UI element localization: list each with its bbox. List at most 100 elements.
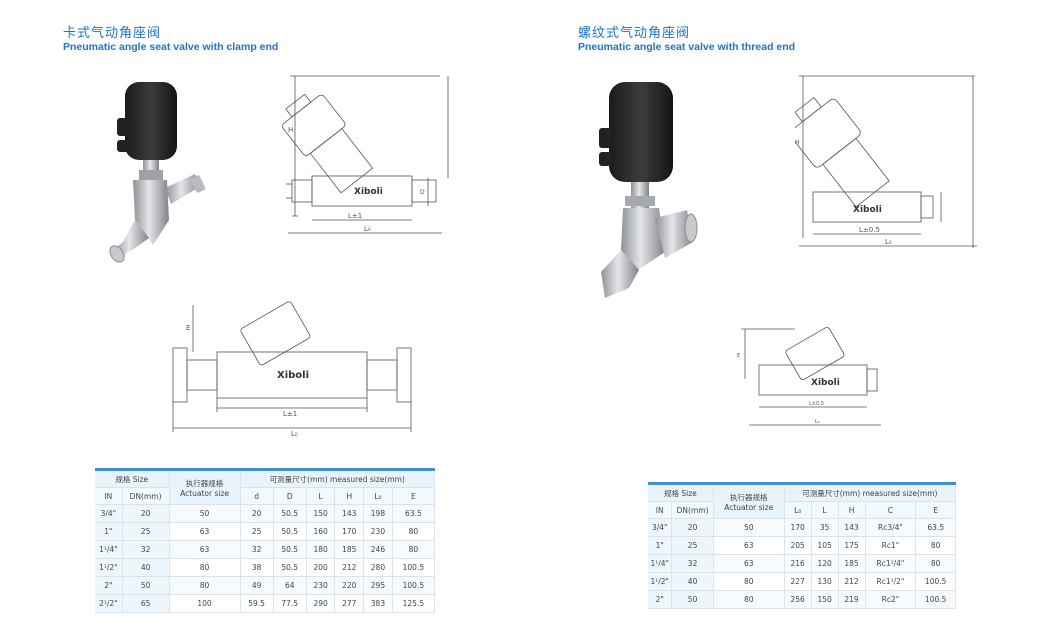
table-cell: 80 bbox=[915, 536, 956, 555]
table-cell: 77.5 bbox=[273, 594, 307, 613]
table-cell: 1" bbox=[95, 522, 123, 541]
left-header-actuator: 执行器规格 Actuator size bbox=[169, 471, 241, 505]
table-cell: Rc2" bbox=[865, 590, 917, 609]
table-cell: 63.5 bbox=[392, 504, 436, 523]
right-header-actuator: 执行器规格 Actuator size bbox=[713, 485, 785, 519]
table-cell: 1¹/2" bbox=[648, 572, 673, 591]
left-col-header: DN(mm) bbox=[122, 487, 170, 505]
left-top-dim-height: H bbox=[288, 126, 293, 134]
table-cell: 219 bbox=[838, 590, 866, 609]
table-cell: 212 bbox=[838, 572, 866, 591]
right-col-header: L₀ bbox=[784, 501, 812, 519]
table-cell: 1¹/2" bbox=[95, 558, 123, 577]
table-cell: 212 bbox=[334, 558, 365, 577]
table-cell: 20 bbox=[122, 504, 170, 523]
left-bottom-dim-total: L₀ bbox=[291, 430, 298, 438]
table-cell: 50.5 bbox=[273, 540, 307, 559]
right-bottom-brand: Xiboli bbox=[811, 378, 840, 388]
left-header-size: 规格 Size bbox=[95, 471, 170, 488]
table-cell: 80 bbox=[713, 590, 785, 609]
table-cell: 3/4" bbox=[648, 518, 673, 537]
right-col-header: IN bbox=[648, 501, 673, 519]
left-drawing-top: Xiboli L±1 L₀ H D bbox=[282, 75, 449, 234]
table-cell: 205 bbox=[784, 536, 812, 555]
table-cell: 80 bbox=[169, 576, 241, 595]
left-drawing-bottom: Xiboli L±1 L₀ E bbox=[172, 301, 412, 438]
table-cell: 80 bbox=[915, 554, 956, 573]
table-cell: 3/4" bbox=[95, 504, 123, 523]
table-cell: 100.5 bbox=[392, 576, 436, 595]
table-cell: 40 bbox=[671, 572, 714, 591]
right-title-cn: 螺纹式气动角座阀 bbox=[578, 26, 691, 41]
table-cell: 246 bbox=[363, 540, 393, 559]
table-cell: 65 bbox=[122, 594, 170, 613]
left-top-brand: Xiboli bbox=[354, 187, 383, 197]
table-cell: 100.5 bbox=[915, 590, 956, 609]
table-cell: 227 bbox=[784, 572, 812, 591]
table-cell: 100.5 bbox=[392, 558, 436, 577]
right-spec-table: 规格 Size 执行器规格 Actuator size 可测量尺寸(mm) me… bbox=[648, 482, 957, 609]
right-top-dim-total: L₀ bbox=[885, 238, 892, 246]
table-cell: 40 bbox=[122, 558, 170, 577]
table-cell: Rc1¹/4" bbox=[865, 554, 917, 573]
left-title-cn: 卡式气动角座阀 bbox=[63, 26, 162, 41]
table-cell: 50.5 bbox=[273, 558, 307, 577]
table-cell: 383 bbox=[363, 594, 393, 613]
table-cell: 100 bbox=[169, 594, 241, 613]
table-cell: 143 bbox=[334, 504, 365, 523]
table-cell: 125.5 bbox=[392, 594, 436, 613]
table-cell: 80 bbox=[713, 572, 785, 591]
table-cell: 150 bbox=[306, 504, 336, 523]
right-top-dim-length: L±0.5 bbox=[859, 226, 880, 234]
table-cell: 220 bbox=[334, 576, 365, 595]
table-cell: 50.5 bbox=[273, 504, 307, 523]
right-bottom-dim-height: E bbox=[737, 353, 740, 359]
table-cell: 50 bbox=[713, 518, 785, 537]
table-cell: 63 bbox=[713, 536, 785, 555]
right-header-size: 规格 Size bbox=[648, 485, 714, 502]
left-top-dim-d: D bbox=[420, 189, 425, 196]
right-bottom-dim-length: L±0.5 bbox=[809, 401, 824, 407]
table-cell: 170 bbox=[334, 522, 365, 541]
table-cell: 175 bbox=[838, 536, 866, 555]
right-col-header: C bbox=[865, 501, 917, 519]
left-bottom-brand: Xiboli bbox=[277, 370, 309, 381]
table-cell: 20 bbox=[671, 518, 714, 537]
table-cell: 1¹/4" bbox=[648, 554, 673, 573]
table-cell: 200 bbox=[306, 558, 336, 577]
table-cell: 63 bbox=[169, 540, 241, 559]
table-cell: 63 bbox=[713, 554, 785, 573]
table-cell: 38 bbox=[240, 558, 274, 577]
table-cell: 63.5 bbox=[915, 518, 956, 537]
table-cell: 120 bbox=[811, 554, 839, 573]
table-cell: 256 bbox=[784, 590, 812, 609]
left-col-header: E bbox=[392, 487, 436, 505]
right-top-dim-height: H bbox=[795, 139, 800, 146]
table-cell: 180 bbox=[306, 540, 336, 559]
table-cell: 160 bbox=[306, 522, 336, 541]
left-title-en: Pneumatic angle seat valve with clamp en… bbox=[63, 41, 279, 53]
right-drawing-top: Xiboli L±0.5 L₀ H bbox=[795, 75, 977, 248]
table-cell: 1" bbox=[648, 536, 673, 555]
right-top-brand: Xiboli bbox=[853, 205, 882, 215]
left-top-dim-total: L₀ bbox=[364, 225, 371, 233]
table-cell: 230 bbox=[363, 522, 393, 541]
table-cell: 185 bbox=[838, 554, 866, 573]
left-col-header: D bbox=[273, 487, 307, 505]
table-cell: 49 bbox=[240, 576, 274, 595]
table-cell: 80 bbox=[392, 540, 436, 559]
table-cell: 2" bbox=[648, 590, 673, 609]
table-cell: 216 bbox=[784, 554, 812, 573]
left-bottom-dim-length: L±1 bbox=[283, 410, 297, 418]
table-cell: Rc3/4" bbox=[865, 518, 917, 537]
table-cell: 198 bbox=[363, 504, 393, 523]
table-cell: 64 bbox=[273, 576, 307, 595]
table-cell: 105 bbox=[811, 536, 839, 555]
table-cell: Rc1¹/2" bbox=[865, 572, 917, 591]
table-cell: 100.5 bbox=[915, 572, 956, 591]
